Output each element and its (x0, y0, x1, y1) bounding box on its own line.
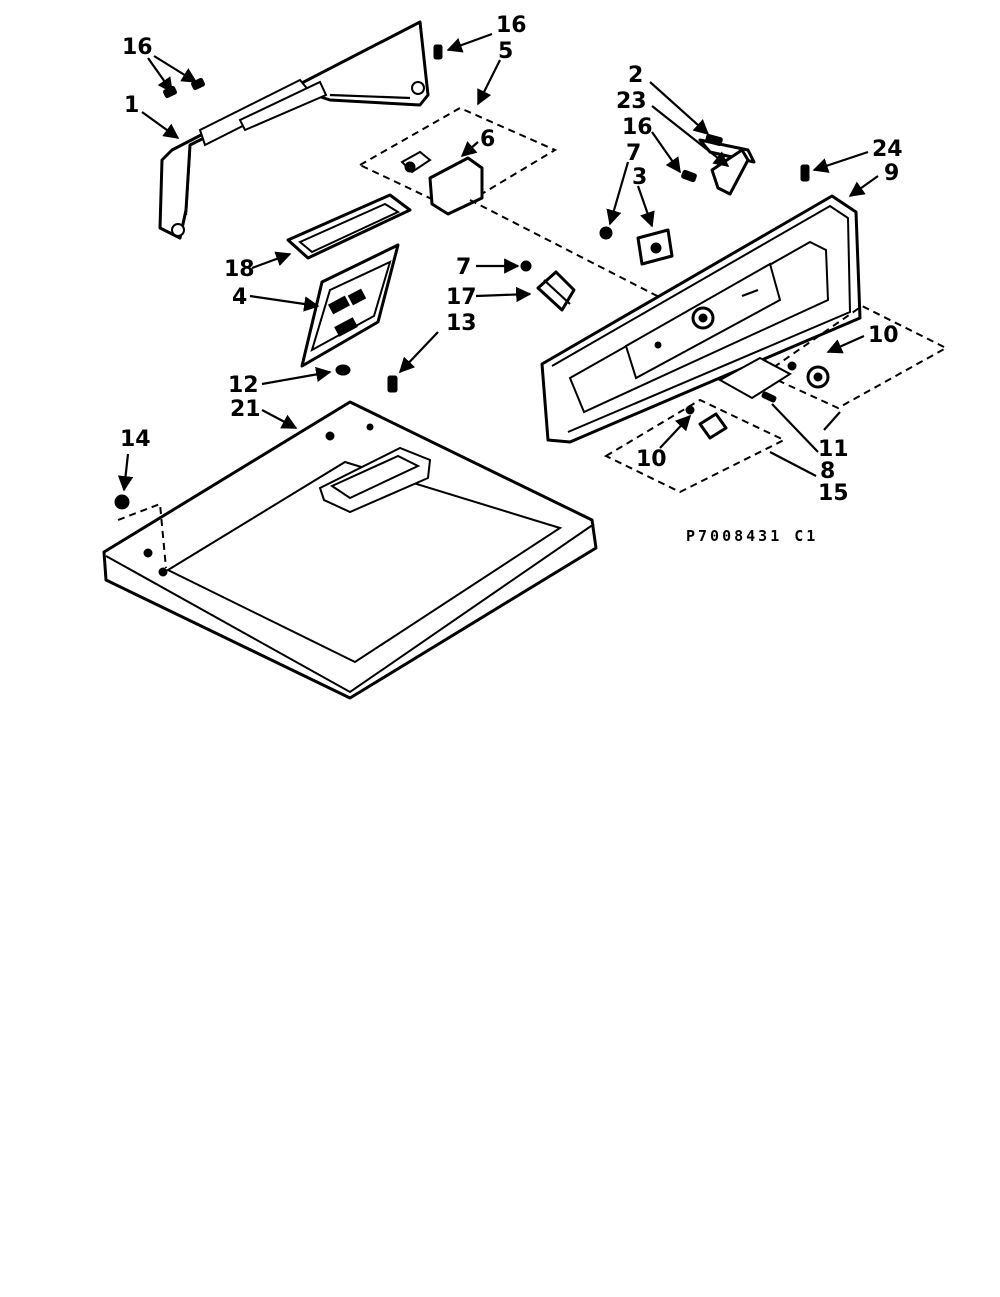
callout-6: 6 (480, 127, 495, 152)
callout-21: 21 (230, 397, 261, 422)
callout-23: 23 (616, 89, 647, 114)
switch-6 (400, 150, 484, 216)
leader-16a-2 (153, 55, 198, 83)
screw-13 (387, 375, 398, 393)
cover-plate-18 (286, 193, 412, 260)
callout-11: 11 (818, 437, 849, 462)
callout-4: 4 (232, 285, 247, 310)
callout-7b: 7 (626, 141, 641, 166)
callout-24: 24 (872, 137, 903, 162)
callout-15: 15 (818, 481, 849, 506)
trim-strip-8 (717, 356, 792, 400)
callout-3: 3 (632, 165, 647, 190)
leader-18 (251, 251, 292, 270)
leader-2 (649, 81, 710, 136)
control-board-4 (300, 243, 400, 368)
leader-8 (771, 403, 819, 453)
callout-16a: 16 (122, 35, 153, 60)
callout-5: 5 (498, 39, 513, 64)
callout-10a: 10 (868, 323, 899, 348)
grommet-14 (114, 494, 167, 569)
leader-4 (249, 294, 320, 312)
callout-18: 18 (224, 257, 255, 282)
switch-17 (536, 270, 576, 312)
knob-10-lower (685, 405, 728, 440)
leader-6 (460, 141, 479, 158)
callout-14: 14 (120, 427, 151, 452)
leader-17 (475, 286, 532, 303)
leader-3 (636, 185, 655, 228)
callout-1: 1 (124, 93, 139, 118)
screw-16-top (433, 44, 443, 60)
group-box-5 (357, 106, 558, 212)
leader-10b (659, 414, 692, 449)
leader-14 (117, 453, 134, 492)
nut-7-center (520, 260, 532, 272)
leader-16c (651, 131, 681, 174)
leader-9 (848, 175, 879, 197)
callout-17: 17 (446, 285, 477, 310)
clip-11 (761, 391, 777, 403)
lamp-socket-23 (710, 148, 750, 196)
callout-16b: 16 (496, 13, 527, 38)
leader-5 (477, 59, 501, 106)
main-top-21 (102, 400, 598, 700)
leader-13 (398, 331, 439, 374)
callout-13: 13 (446, 311, 477, 336)
leader-11 (823, 411, 841, 431)
leader-23 (651, 105, 730, 167)
leader-10a (826, 334, 865, 354)
callout-9: 9 (884, 161, 899, 186)
callout-16c: 16 (622, 115, 653, 140)
leader-7b (606, 161, 630, 226)
leader-15 (769, 451, 817, 477)
knob-10-upper (787, 361, 830, 389)
callout-7a: 7 (456, 255, 471, 280)
console-panel-9 (540, 194, 862, 444)
callout-10b: 10 (636, 447, 667, 472)
leader-21 (261, 409, 298, 429)
screw-24 (800, 164, 810, 182)
figure-code: P7008431 C1 (686, 527, 818, 545)
callout-12: 12 (228, 373, 259, 398)
callout-2: 2 (628, 63, 643, 88)
leader-1 (141, 111, 180, 139)
callout-8: 8 (820, 459, 835, 484)
group-box-10-lower (603, 398, 787, 494)
rear-console-bracket (158, 20, 430, 240)
leader-16a (147, 57, 173, 94)
clip-12 (335, 364, 351, 376)
group-box-10-upper (761, 304, 949, 410)
leader-12 (261, 366, 332, 386)
timer-3 (636, 228, 674, 266)
screw-16-right (681, 169, 697, 183)
leader-24 (812, 150, 869, 173)
leader-16b (446, 32, 493, 53)
alignment-line (469, 199, 666, 301)
nut-7-right (599, 226, 613, 240)
